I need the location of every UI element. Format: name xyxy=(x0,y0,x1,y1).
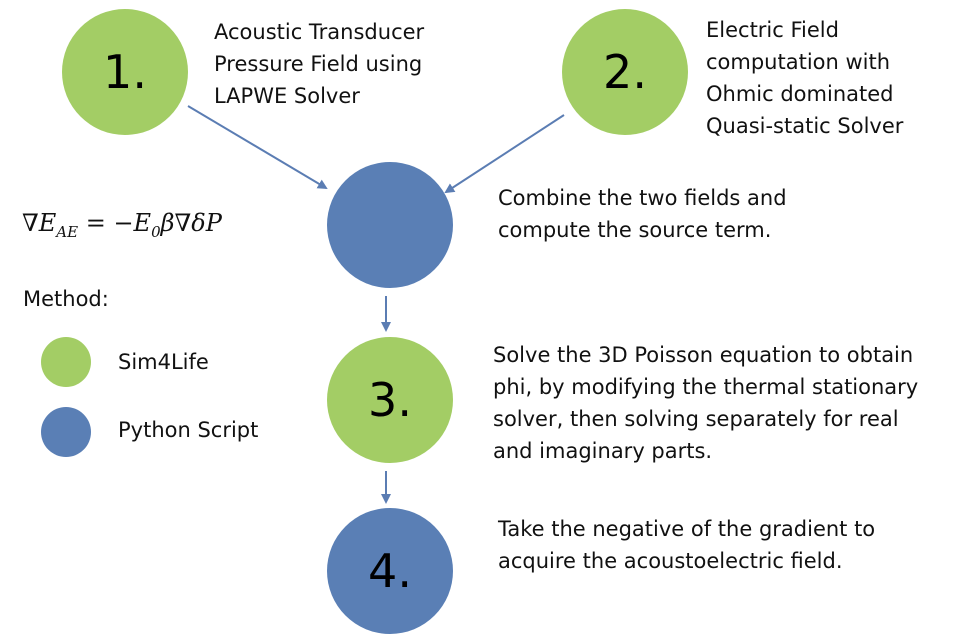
step-3-line: phi, by modifying the thermal stationary xyxy=(493,375,919,399)
step-2-number: 2. xyxy=(603,45,647,99)
equation-lhs: ∇E xyxy=(22,209,57,237)
step-2-line: computation with xyxy=(706,50,891,74)
step-3-node: 3. xyxy=(327,337,453,463)
legend-swatch-blue xyxy=(41,407,91,457)
combine-description: Combine the two fields and compute the s… xyxy=(498,182,787,246)
step-3-description: Solve the 3D Poisson equation to obtain … xyxy=(493,339,918,467)
legend-label-python: Python Script xyxy=(118,418,259,442)
step-1-line: LAPWE Solver xyxy=(214,84,360,108)
legend-swatch-green xyxy=(41,337,91,387)
equation-e-subscript: 0 xyxy=(151,222,161,241)
arrow-step1-to-combine xyxy=(187,105,328,190)
combine-node xyxy=(327,162,453,288)
step-4-number: 4. xyxy=(368,544,412,598)
equation-equals: = −E xyxy=(78,209,152,237)
step-1-node: 1. xyxy=(62,9,188,135)
legend-label-sim4life: Sim4Life xyxy=(118,350,209,374)
step-2-line: Quasi-static Solver xyxy=(706,114,904,138)
step-4-line: acquire the acoustoelectric field. xyxy=(498,549,843,573)
step-1-number: 1. xyxy=(103,45,147,99)
combine-line: Combine the two fields and xyxy=(498,186,787,210)
source-term-equation: ∇EAE = −E0β∇δP xyxy=(22,209,222,241)
equation-lhs-subscript: AE xyxy=(56,222,79,241)
step-4-node: 4. xyxy=(327,508,453,634)
legend-heading: Method: xyxy=(23,287,109,311)
step-2-description: Electric Field computation with Ohmic do… xyxy=(706,14,903,142)
step-4-description: Take the negative of the gradient to acq… xyxy=(498,513,875,577)
step-2-line: Ohmic dominated xyxy=(706,82,894,106)
step-2-node: 2. xyxy=(562,9,688,135)
step-3-number: 3. xyxy=(368,373,412,427)
step-1-line: Pressure Field using xyxy=(214,52,423,76)
arrow-step2-to-combine xyxy=(444,114,565,194)
equation-rhs: β∇δP xyxy=(160,209,222,237)
step-3-line: solver, then solving separately for real xyxy=(493,407,899,431)
step-1-line: Acoustic Transducer xyxy=(214,20,425,44)
step-3-line: and imaginary parts. xyxy=(493,439,713,463)
step-1-description: Acoustic Transducer Pressure Field using… xyxy=(214,16,424,112)
step-2-line: Electric Field xyxy=(706,18,839,42)
step-3-line: Solve the 3D Poisson equation to obtain xyxy=(493,343,914,367)
step-4-line: Take the negative of the gradient to xyxy=(498,517,876,541)
combine-line: compute the source term. xyxy=(498,218,772,242)
